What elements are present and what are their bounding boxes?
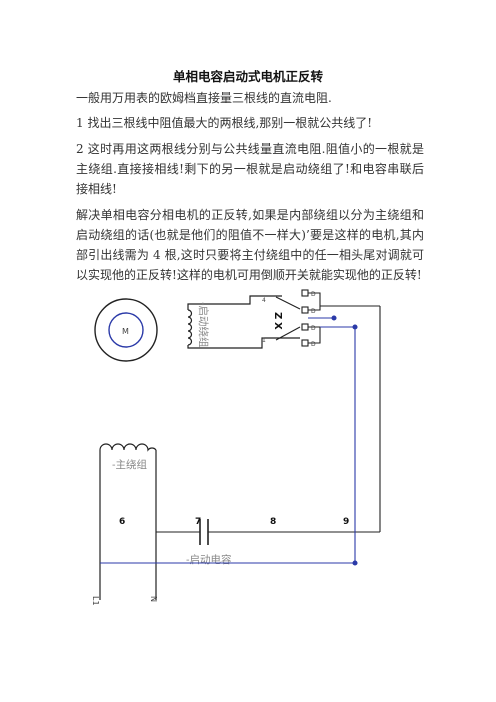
- paragraph-3: 2 这时再用这两根线分别与公共线量直流电阻.阻值小的一根就是主绕组.直接接相线!…: [76, 142, 424, 196]
- switch-mark-1: 1: [262, 337, 266, 344]
- motor-label: M: [122, 327, 129, 336]
- node-label-7: 7: [195, 517, 201, 527]
- terminal-mark-2: D: [311, 308, 316, 315]
- paragraph-4: 解决单相电容分相电机的正反转,如果是内部绕组以分为主绕组和启动绕组的话(也就是他…: [76, 208, 424, 282]
- main-winding: [99, 443, 157, 600]
- wire-black: [156, 305, 381, 533]
- capacitor-label: -启动电容: [186, 553, 232, 566]
- node-label-9: 9: [343, 517, 349, 527]
- line-label-l1: L1: [91, 596, 100, 606]
- start-winding: [187, 295, 300, 349]
- reversing-switch: [275, 289, 334, 347]
- terminal-mark-3: D: [311, 325, 316, 332]
- wire-blue: [100, 315, 358, 566]
- start-winding-label: -启动绕组: [197, 302, 210, 348]
- paragraph-1: 一般用万用表的欧姆档直接量三根线的直流电阻.: [76, 91, 332, 105]
- capacitor: [199, 519, 209, 545]
- line-label-n: N: [149, 596, 158, 602]
- switch-letter-z: Z: [272, 312, 283, 319]
- motor-symbol: M: [94, 298, 158, 362]
- terminal-mark-4: D: [311, 341, 316, 348]
- page-title: 单相电容启动式电机正反转: [172, 69, 323, 84]
- terminal-mark-1: D: [311, 291, 316, 298]
- main-winding-label: -主绕组: [112, 458, 148, 471]
- paragraph-2: 1 找出三根线中阻值最大的两根线,那别一根就公共线了!: [76, 116, 373, 130]
- switch-letter-x: X: [272, 322, 283, 330]
- node-label-6: 6: [119, 517, 125, 527]
- node-label-8: 8: [270, 517, 276, 527]
- switch-mark-4: 4: [262, 297, 266, 304]
